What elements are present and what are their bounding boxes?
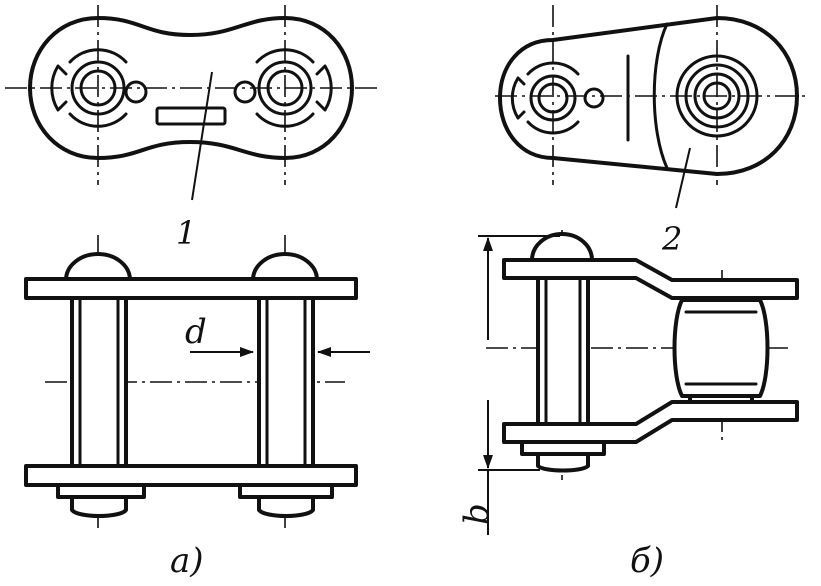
dimension-d-label: d [185,312,207,352]
connecting-link-side-view [24,235,370,528]
dimension-b-label: b [457,503,497,525]
connecting-link-top-view [5,5,380,201]
view-b-caption: б) [630,541,664,581]
part-1-label: 1 [176,214,196,252]
cranked-link-top-view [495,5,805,209]
part-2-label: 2 [661,220,682,258]
cranked-link-side-view [478,230,799,535]
view-a-caption: а) [170,541,204,581]
